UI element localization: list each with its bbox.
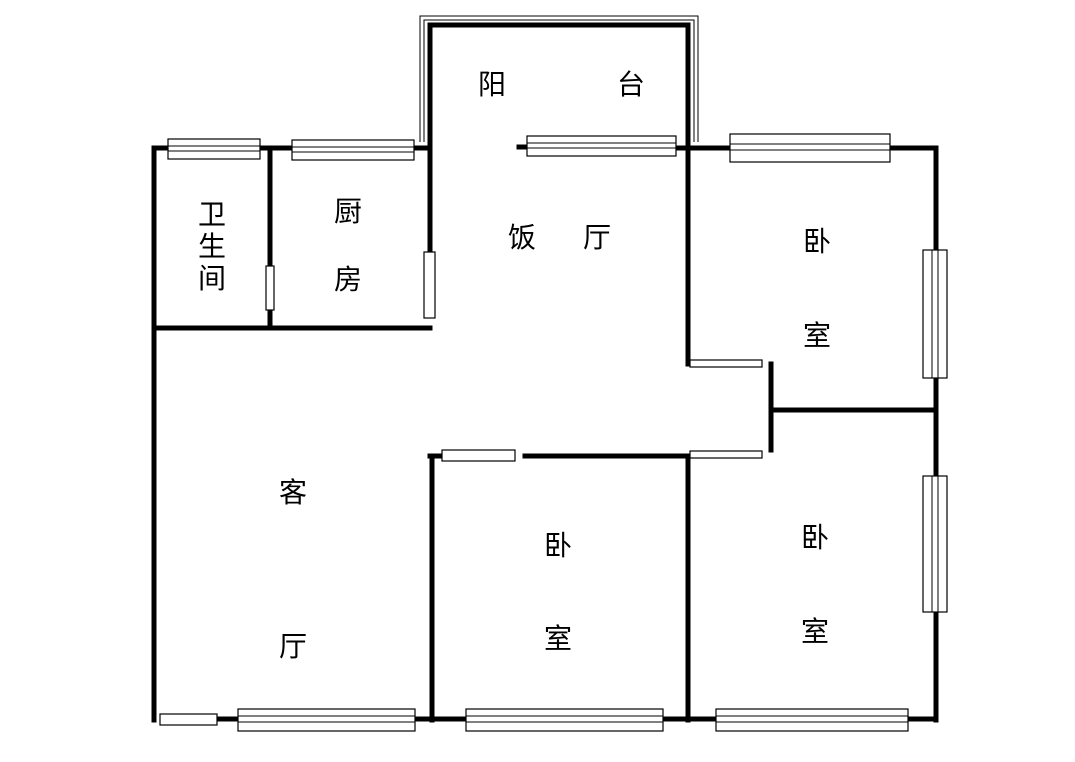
window: [922, 249, 948, 379]
label-bathroom-1: 卫: [198, 198, 226, 231]
window: [715, 708, 909, 732]
door-bedroom-mid: [441, 449, 516, 462]
label-bathroom-2: 生: [198, 230, 226, 263]
label-living-2: 厅: [279, 630, 307, 663]
walls: [151, 22, 939, 723]
window: [237, 708, 416, 732]
label-bedroom-ne-2: 室: [803, 319, 831, 352]
window: [922, 475, 948, 613]
doors: [159, 251, 763, 726]
door-kitchen: [423, 251, 436, 319]
room-labels: 阳 台 饭 厅 卫 生 间 厨 房 客 厅 卧 室 卧 室 卧 室: [198, 68, 831, 663]
door-entrance: [159, 713, 218, 726]
balcony-outline: [419, 15, 699, 142]
label-dining-2: 厅: [583, 221, 611, 254]
label-kitchen-1: 厨: [334, 195, 362, 228]
label-bedroom-mid-2: 室: [544, 622, 572, 655]
label-bedroom-mid-1: 卧: [544, 529, 572, 562]
windows: [167, 133, 948, 732]
label-balcony-2: 台: [617, 68, 645, 101]
label-kitchen-2: 房: [334, 263, 362, 296]
door-bedroom-ne: [689, 359, 763, 368]
label-bedroom-se-2: 室: [801, 615, 829, 648]
label-bedroom-se-1: 卧: [801, 521, 829, 554]
window: [526, 135, 677, 157]
label-balcony-1: 阳: [478, 68, 506, 101]
label-bedroom-ne-1: 卧: [803, 225, 831, 258]
label-bathroom-3: 间: [198, 262, 226, 295]
door-bedroom-se: [689, 450, 763, 459]
window: [167, 138, 261, 160]
window: [291, 139, 415, 161]
door-bathroom: [265, 265, 275, 311]
label-dining-1: 饭: [508, 221, 536, 254]
label-living-1: 客: [279, 476, 307, 509]
window: [465, 708, 664, 732]
window: [729, 133, 891, 163]
